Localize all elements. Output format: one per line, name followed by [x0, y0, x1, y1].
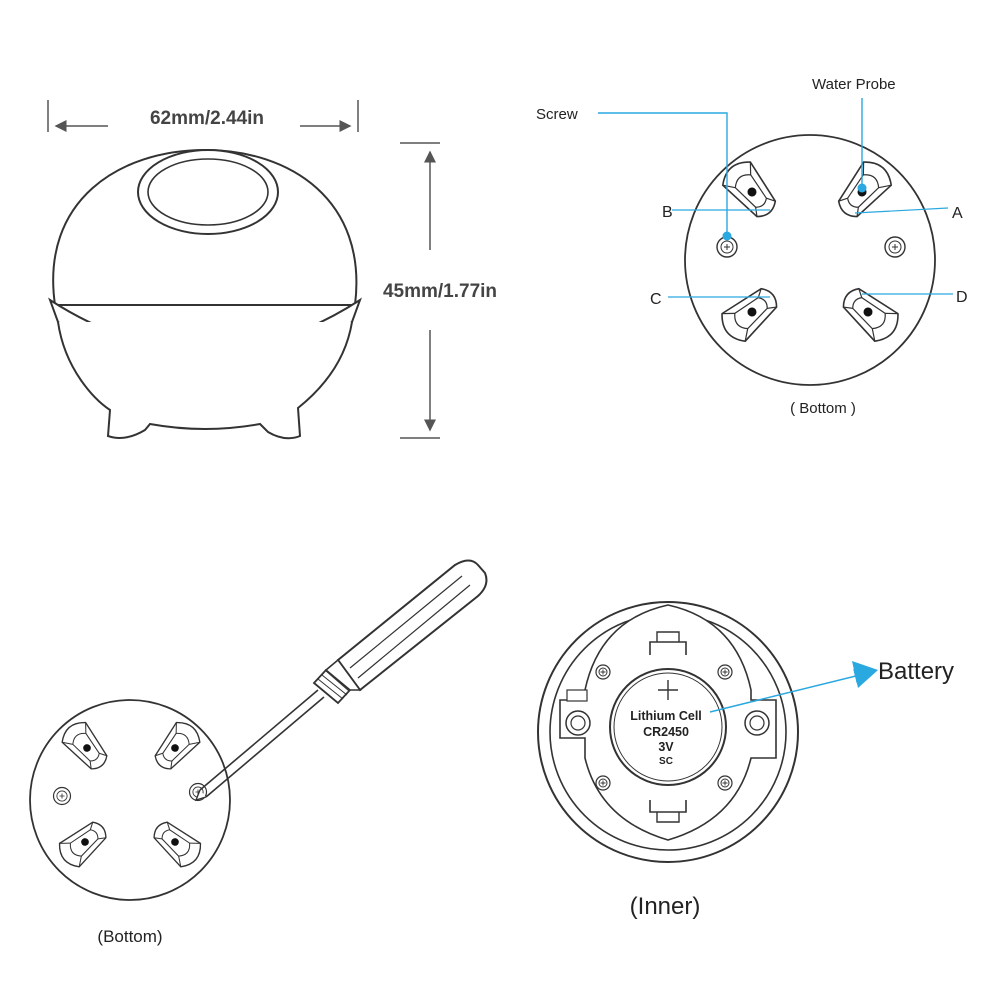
cell-line-3: 3V [658, 740, 674, 754]
screwdriver-view: (Bottom) [29, 559, 488, 946]
label-c: C [650, 291, 662, 308]
screwdriver-caption: (Bottom) [97, 927, 162, 946]
inner-view: Lithium Cell CR2450 3V SC Battery (Inner… [537, 601, 954, 920]
label-d: D [956, 289, 968, 306]
inner-caption: (Inner) [630, 893, 701, 920]
water-probe-label: Water Probe [812, 76, 896, 93]
cell-line-4: SC [659, 756, 673, 767]
battery-label: Battery [878, 658, 954, 685]
width-dimension: 62mm/2.44in [150, 108, 264, 129]
cell-line-2: CR2450 [643, 725, 689, 739]
cell-line-1: Lithium Cell [630, 709, 702, 723]
screwdriver [194, 559, 488, 802]
label-a: A [952, 205, 963, 222]
side-view: 62mm/2.44in 45mm/1.77in [47, 100, 497, 440]
bottom-view: Screw Water Probe B A C D ( Bottom ) [536, 76, 968, 417]
bottom-caption: ( Bottom ) [790, 400, 856, 417]
label-b: B [662, 204, 673, 221]
screw-label: Screw [536, 106, 578, 123]
height-dimension: 45mm/1.77in [383, 281, 497, 302]
